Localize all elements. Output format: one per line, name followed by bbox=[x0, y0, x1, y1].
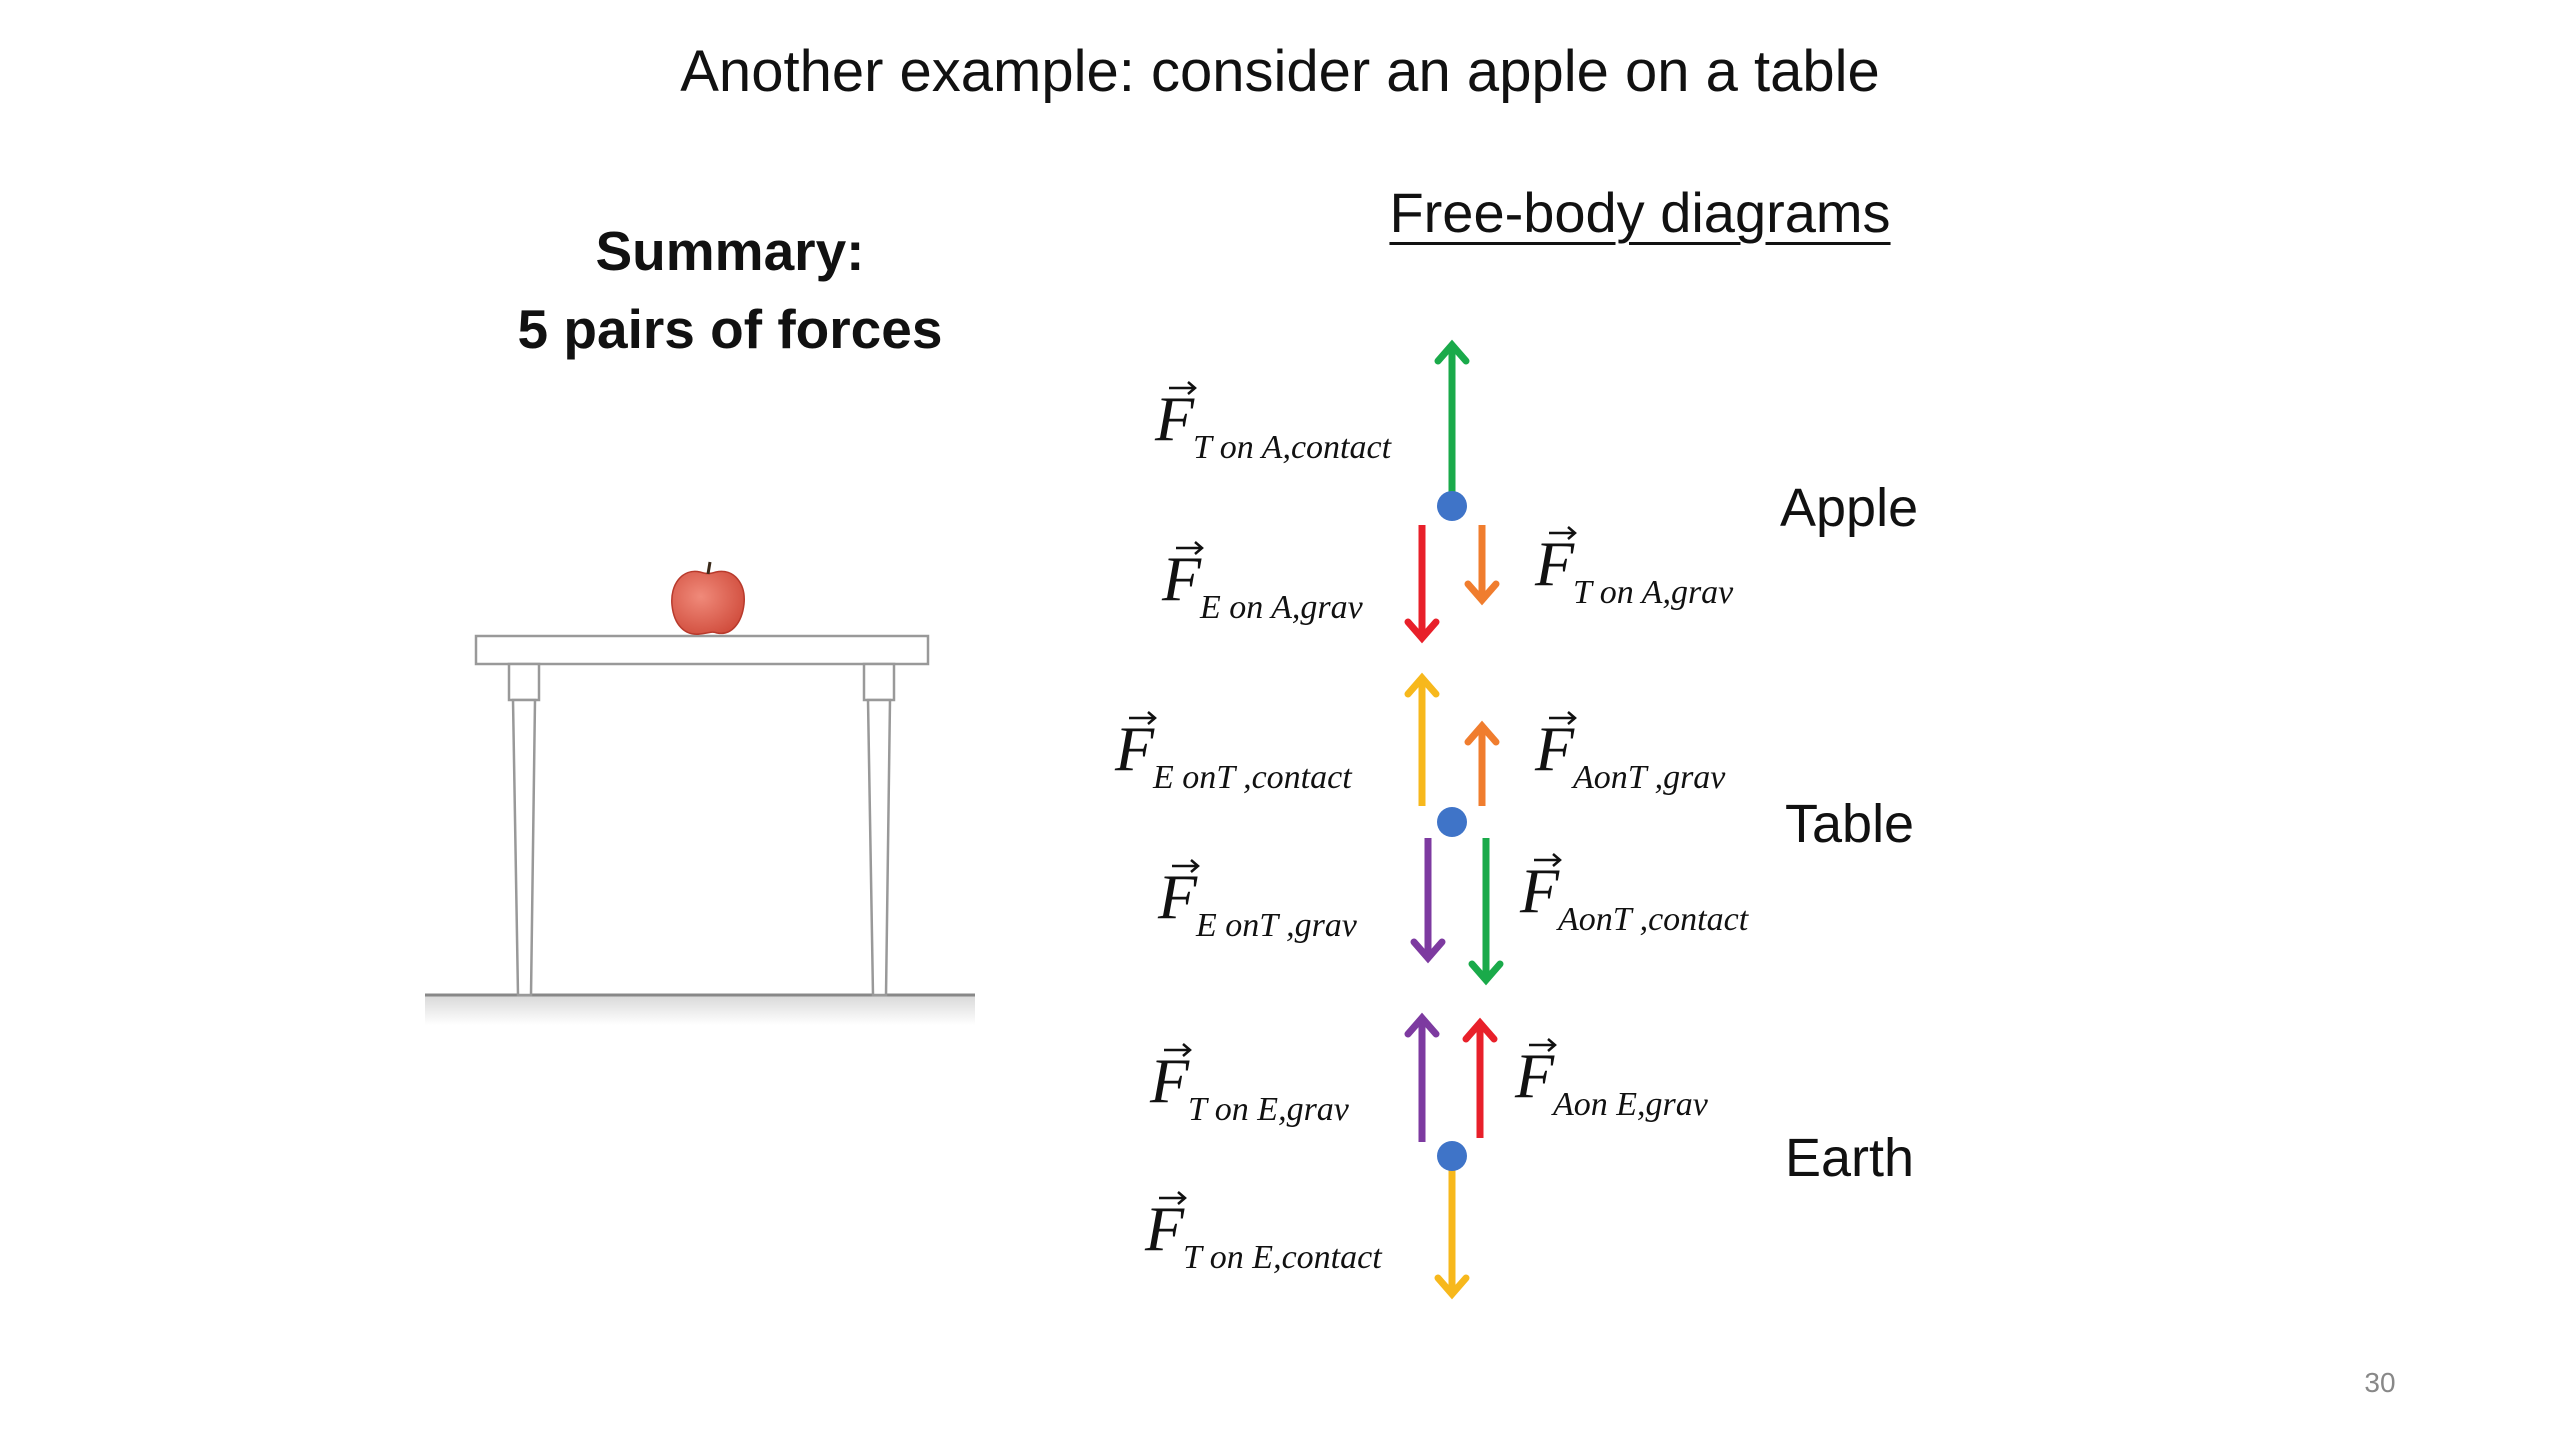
force-symbol: F bbox=[1519, 855, 1560, 926]
slide-title: Another example: consider an apple on a … bbox=[680, 39, 1880, 104]
force-subscript: T on E,contact bbox=[1183, 1239, 1383, 1276]
free-body-diagrams-heading: Free-body diagrams bbox=[1389, 181, 1891, 244]
force-subscript: E onT ,grav bbox=[1195, 907, 1358, 944]
force-subscript: T on E,grav bbox=[1188, 1091, 1350, 1128]
force-label-t-on-a-contact: FT on A,contact bbox=[1154, 380, 1393, 466]
force-arrow-a-on-t-contact bbox=[1468, 838, 1504, 986]
force-subscript: Aon E,grav bbox=[1551, 1086, 1709, 1123]
force-arrow-e-on-t-grav bbox=[1410, 838, 1446, 964]
force-arrow-t-on-e-grav bbox=[1404, 1012, 1440, 1142]
force-symbol: F bbox=[1114, 713, 1155, 784]
body-dot-earth bbox=[1437, 1141, 1467, 1171]
body-label-earth: Earth bbox=[1785, 1128, 1914, 1188]
force-label-t-on-a-grav: FT on A,grav bbox=[1534, 525, 1734, 611]
body-label-table: Table bbox=[1785, 794, 1914, 854]
force-symbol: F bbox=[1534, 713, 1575, 784]
force-label-e-on-t-contact: FE onT ,contact bbox=[1114, 710, 1353, 796]
summary-line-2: 5 pairs of forces bbox=[517, 298, 943, 360]
force-arrow-e-on-t-contact bbox=[1404, 672, 1440, 806]
force-arrow-t-on-a-contact bbox=[1434, 339, 1470, 500]
page-number: 30 bbox=[2364, 1367, 2396, 1398]
body-dot-table bbox=[1437, 807, 1467, 837]
force-symbol: F bbox=[1161, 543, 1202, 614]
force-subscript: E onT ,contact bbox=[1152, 759, 1353, 796]
force-label-e-on-t-grav: FE onT ,grav bbox=[1157, 858, 1358, 944]
force-subscript: E on A,grav bbox=[1199, 589, 1364, 626]
summary-text: Summary: 5 pairs of forces bbox=[420, 212, 1040, 368]
force-symbol: F bbox=[1514, 1040, 1555, 1111]
force-label-t-on-e-contact: FT on E,contact bbox=[1144, 1190, 1383, 1276]
summary-line-1: Summary: bbox=[595, 220, 865, 282]
force-subscript: T on A,contact bbox=[1193, 429, 1393, 466]
force-label-e-on-a-grav: FE on A,grav bbox=[1161, 540, 1364, 626]
force-subscript: T on A,grav bbox=[1573, 574, 1734, 611]
force-arrow-t-on-a-grav bbox=[1464, 525, 1500, 606]
force-subscript: AonT ,contact bbox=[1556, 901, 1750, 938]
force-symbol: F bbox=[1144, 1193, 1185, 1264]
force-arrow-t-on-e-contact bbox=[1434, 1170, 1470, 1300]
force-label-t-on-e-grav: FT on E,grav bbox=[1149, 1042, 1350, 1128]
force-symbol: F bbox=[1157, 861, 1198, 932]
body-dot-apple bbox=[1437, 491, 1467, 521]
body-label-apple: Apple bbox=[1780, 478, 1918, 538]
force-symbol: F bbox=[1154, 383, 1195, 454]
force-symbol: F bbox=[1534, 528, 1575, 599]
force-arrow-a-on-e-grav bbox=[1462, 1017, 1498, 1138]
force-subscript: AonT ,grav bbox=[1571, 759, 1726, 796]
force-arrow-a-on-t-grav bbox=[1464, 720, 1500, 806]
force-symbol: F bbox=[1149, 1045, 1190, 1116]
force-arrow-e-on-a-grav bbox=[1404, 525, 1440, 644]
